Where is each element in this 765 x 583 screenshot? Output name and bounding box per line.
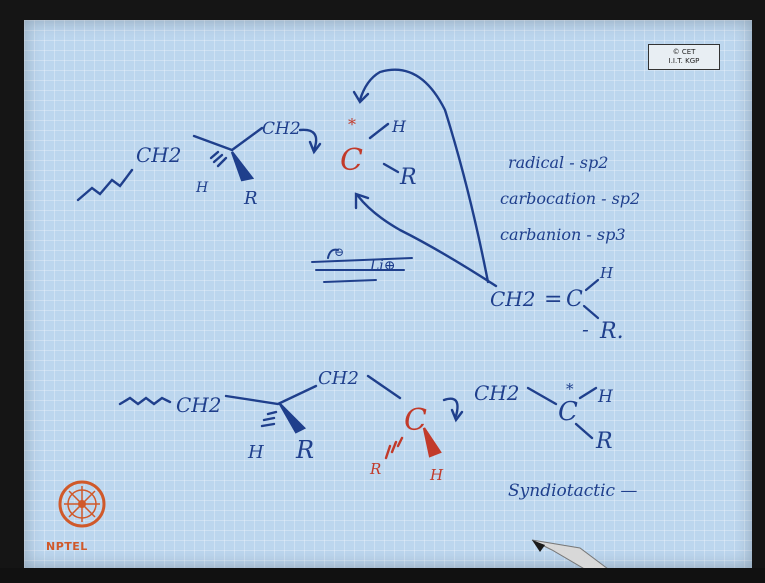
- label-center-c: C: [340, 143, 363, 178]
- bond-line: [192, 134, 234, 152]
- label-h-mid: H: [429, 466, 444, 484]
- underline: [323, 279, 377, 283]
- arrow-head: [354, 192, 370, 210]
- label-ch2-1: CH2: [176, 393, 221, 417]
- monomer-minus: -: [582, 317, 589, 341]
- chain-wavy-line: [118, 396, 172, 406]
- bold-wedge-red: [422, 427, 442, 458]
- curved-arrow: [298, 128, 318, 152]
- monomer-r: R.: [599, 319, 624, 344]
- bold-wedge: [278, 403, 307, 434]
- label-r-end: R: [595, 429, 613, 454]
- arrow-head: [450, 408, 464, 423]
- nptel-logo-text: NPTEL: [46, 540, 88, 553]
- monomer-c: C: [566, 287, 583, 312]
- label-ch2-3: CH2: [474, 381, 519, 405]
- label-r-mid: R: [369, 460, 381, 478]
- arc-arrow: [356, 194, 498, 288]
- bond-line: [582, 304, 600, 320]
- whiteboard-paper: [24, 20, 752, 568]
- monomer-ch2: CH2: [490, 287, 535, 311]
- label-ch2-left: CH2: [136, 143, 181, 167]
- label-c-mid: C: [404, 403, 427, 438]
- bold-wedge: [230, 151, 255, 182]
- label-h-left: H: [195, 180, 209, 196]
- scribble-minus: ⊖: [334, 245, 344, 259]
- caption-syndiotactic: Syndiotactic —: [508, 481, 637, 501]
- hashed-wedge: [209, 150, 228, 168]
- label-star: *: [348, 115, 356, 134]
- label-ch2-2: CH2: [318, 368, 359, 389]
- scribble-cross-out: [311, 248, 413, 283]
- bond-line: [526, 386, 558, 406]
- bond-line: [382, 162, 400, 174]
- monomer-h: H: [599, 264, 614, 282]
- monomer-bonds: [582, 278, 600, 320]
- bottom-chain: [118, 374, 598, 440]
- long-arc-arrow: [358, 68, 490, 284]
- strike-line: [311, 257, 413, 263]
- arrow-head: [352, 90, 370, 104]
- curved-arrow: [442, 397, 459, 418]
- bond-line: [578, 386, 598, 400]
- bond-line: [224, 384, 318, 406]
- nptel-logo-icon: [58, 480, 106, 528]
- arrow-head: [308, 140, 322, 155]
- top-reaction: [76, 68, 498, 288]
- label-h-right: H: [391, 117, 407, 136]
- chain-wavy-line: [76, 168, 134, 202]
- strike-curl: [327, 248, 339, 259]
- label-r-right: R: [399, 165, 417, 190]
- label-c-end: C: [558, 397, 578, 427]
- bottom-strip: [0, 568, 765, 583]
- label-h-end: H: [597, 387, 614, 407]
- bond-line: [574, 422, 594, 440]
- hashed-wedge: [260, 410, 278, 428]
- note-radical: radical - sp2: [508, 153, 608, 172]
- label-r-1: R: [295, 436, 314, 464]
- bond-line: [230, 126, 264, 152]
- note-carbanion: carbanion - sp3: [500, 225, 626, 244]
- stamp-line-2: I.I.T. KGP: [668, 57, 700, 65]
- bond-line: [584, 278, 600, 292]
- copyright-stamp: © CET I.I.T. KGP: [648, 44, 720, 70]
- label-star-2: *: [566, 380, 574, 398]
- monomer-eq: =: [544, 287, 562, 312]
- red-stereocenter: [384, 427, 442, 460]
- label-ch2-mid: CH2: [262, 119, 301, 139]
- bond-line: [366, 374, 402, 400]
- hashed-wedge-red: [384, 436, 404, 460]
- note-carbocation: carbocation - sp2: [500, 189, 640, 208]
- bond-line: [368, 122, 390, 140]
- stamp-line-1: © CET: [672, 48, 696, 56]
- label-r-left: R: [243, 188, 258, 209]
- label-h-1: H: [247, 442, 264, 463]
- scribble-li: Li⊕: [369, 258, 396, 274]
